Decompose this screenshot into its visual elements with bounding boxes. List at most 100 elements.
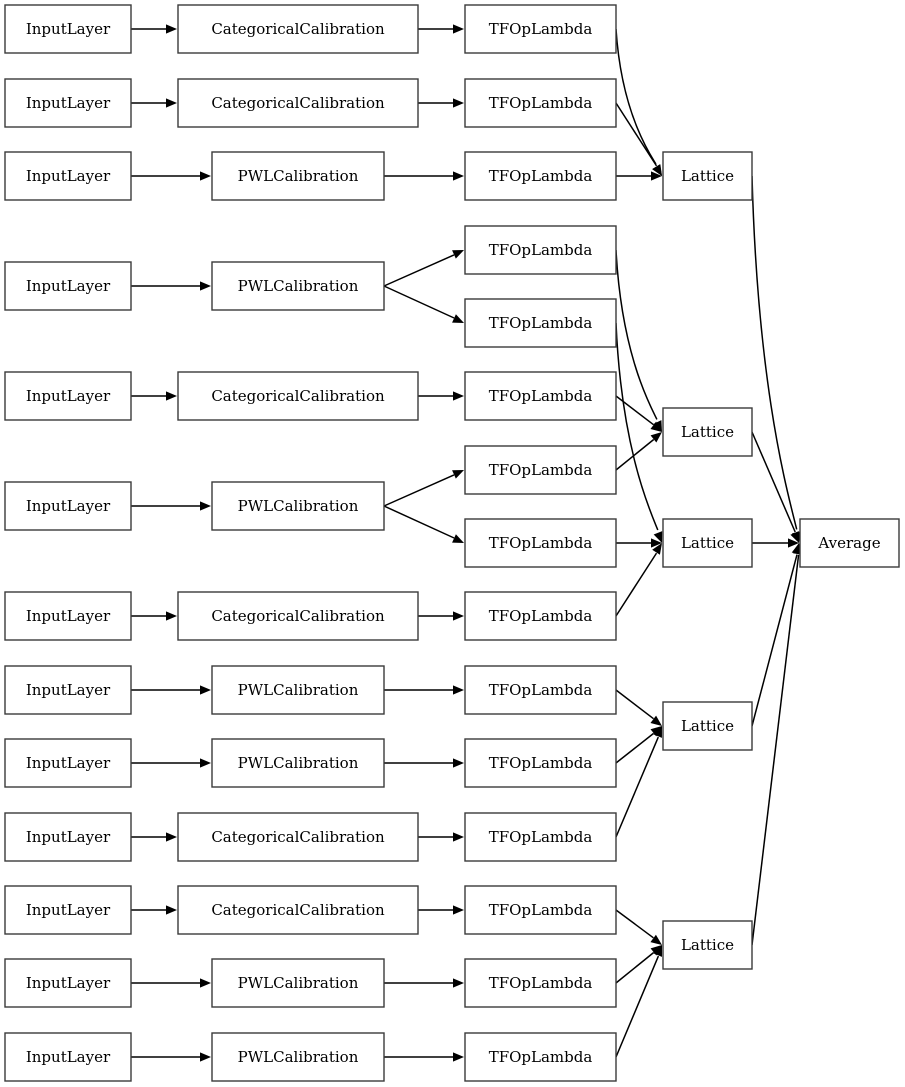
node-box[interactable]	[464, 445, 617, 495]
node-tfop-lambda-lam9[interactable]: TFOpLambda	[464, 591, 617, 641]
node-box[interactable]	[464, 885, 617, 935]
node-categorical-calibration-cal5[interactable]: CategoricalCalibration	[177, 371, 419, 421]
node-box[interactable]	[464, 225, 617, 275]
node-tfop-lambda-lam7[interactable]: TFOpLambda	[464, 445, 617, 495]
node-input-layer-in7[interactable]: InputLayer	[4, 591, 132, 641]
node-box[interactable]	[464, 78, 617, 128]
node-categorical-calibration-cal11[interactable]: CategoricalCalibration	[177, 885, 419, 935]
node-lattice-lat5[interactable]: Lattice	[662, 920, 753, 970]
node-categorical-calibration-cal7[interactable]: CategoricalCalibration	[177, 591, 419, 641]
node-categorical-calibration-cal10[interactable]: CategoricalCalibration	[177, 812, 419, 862]
node-box[interactable]	[464, 151, 617, 201]
node-box[interactable]	[662, 151, 753, 201]
node-box[interactable]	[4, 812, 132, 862]
node-input-layer-in12[interactable]: InputLayer	[4, 958, 132, 1008]
node-tfop-lambda-lam11[interactable]: TFOpLambda	[464, 738, 617, 788]
node-box[interactable]	[4, 958, 132, 1008]
node-input-layer-in11[interactable]: InputLayer	[4, 885, 132, 935]
node-box[interactable]	[4, 885, 132, 935]
node-tfop-lambda-lam12[interactable]: TFOpLambda	[464, 812, 617, 862]
node-box[interactable]	[211, 151, 385, 201]
node-box[interactable]	[177, 371, 419, 421]
edge-arrowhead	[650, 726, 662, 737]
node-box[interactable]	[464, 665, 617, 715]
node-box[interactable]	[177, 78, 419, 128]
node-tfop-lambda-lam4[interactable]: TFOpLambda	[464, 225, 617, 275]
node-input-layer-in10[interactable]: InputLayer	[4, 812, 132, 862]
node-input-layer-in4[interactable]: InputLayer	[4, 261, 132, 311]
node-tfop-lambda-lam14[interactable]: TFOpLambda	[464, 958, 617, 1008]
node-box[interactable]	[177, 4, 419, 54]
node-box[interactable]	[662, 701, 753, 751]
node-box[interactable]	[464, 958, 617, 1008]
node-pwlcalibration-cal12[interactable]: PWLCalibration	[211, 958, 385, 1008]
node-pwlcalibration-cal8[interactable]: PWLCalibration	[211, 665, 385, 715]
node-box[interactable]	[4, 481, 132, 531]
node-box[interactable]	[464, 371, 617, 421]
node-box[interactable]	[211, 261, 385, 311]
node-input-layer-in5[interactable]: InputLayer	[4, 371, 132, 421]
node-tfop-lambda-lam10[interactable]: TFOpLambda	[464, 665, 617, 715]
node-box[interactable]	[464, 4, 617, 54]
node-box[interactable]	[177, 812, 419, 862]
edge-lat2-to-avg	[751, 431, 799, 543]
edge-cal4-to-lam4	[383, 250, 464, 287]
node-box[interactable]	[4, 78, 132, 128]
node-box[interactable]	[662, 407, 753, 457]
node-input-layer-in8[interactable]: InputLayer	[4, 665, 132, 715]
node-box[interactable]	[4, 665, 132, 715]
node-box[interactable]	[464, 591, 617, 641]
node-box[interactable]	[4, 4, 132, 54]
node-box[interactable]	[211, 738, 385, 788]
node-lattice-lat4[interactable]: Lattice	[662, 701, 753, 751]
node-box[interactable]	[211, 481, 385, 531]
node-lattice-lat3[interactable]: Lattice	[662, 518, 753, 568]
node-categorical-calibration-cal2[interactable]: CategoricalCalibration	[177, 78, 419, 128]
node-pwlcalibration-cal4[interactable]: PWLCalibration	[211, 261, 385, 311]
node-box[interactable]	[4, 371, 132, 421]
node-box[interactable]	[4, 1032, 132, 1082]
node-box[interactable]	[211, 1032, 385, 1082]
node-input-layer-in1[interactable]: InputLayer	[4, 4, 132, 54]
edge-lam13-to-lat5	[615, 909, 662, 945]
node-tfop-lambda-lam1[interactable]: TFOpLambda	[464, 4, 617, 54]
node-pwlcalibration-cal9[interactable]: PWLCalibration	[211, 738, 385, 788]
node-tfop-lambda-lam3[interactable]: TFOpLambda	[464, 151, 617, 201]
node-pwlcalibration-cal13[interactable]: PWLCalibration	[211, 1032, 385, 1082]
node-box[interactable]	[464, 812, 617, 862]
node-box[interactable]	[4, 591, 132, 641]
node-box[interactable]	[177, 591, 419, 641]
node-tfop-lambda-lam5[interactable]: TFOpLambda	[464, 298, 617, 348]
node-input-layer-in3[interactable]: InputLayer	[4, 151, 132, 201]
node-tfop-lambda-lam2[interactable]: TFOpLambda	[464, 78, 617, 128]
node-box[interactable]	[799, 518, 900, 568]
node-box[interactable]	[464, 738, 617, 788]
node-input-layer-in6[interactable]: InputLayer	[4, 481, 132, 531]
node-lattice-lat2[interactable]: Lattice	[662, 407, 753, 457]
node-box[interactable]	[662, 518, 753, 568]
node-label: Lattice	[681, 167, 734, 185]
node-input-layer-in13[interactable]: InputLayer	[4, 1032, 132, 1082]
node-pwlcalibration-cal6[interactable]: PWLCalibration	[211, 481, 385, 531]
node-lattice-lat1[interactable]: Lattice	[662, 151, 753, 201]
node-box[interactable]	[4, 738, 132, 788]
node-input-layer-in9[interactable]: InputLayer	[4, 738, 132, 788]
node-tfop-lambda-lam6[interactable]: TFOpLambda	[464, 371, 617, 421]
node-box[interactable]	[177, 885, 419, 935]
node-box[interactable]	[464, 298, 617, 348]
node-tfop-lambda-lam13[interactable]: TFOpLambda	[464, 885, 617, 935]
node-box[interactable]	[211, 958, 385, 1008]
node-pwlcalibration-cal3[interactable]: PWLCalibration	[211, 151, 385, 201]
node-box[interactable]	[464, 518, 617, 568]
node-tfop-lambda-lam8[interactable]: TFOpLambda	[464, 518, 617, 568]
node-categorical-calibration-cal1[interactable]: CategoricalCalibration	[177, 4, 419, 54]
node-box[interactable]	[464, 1032, 617, 1082]
node-tfop-lambda-lam15[interactable]: TFOpLambda	[464, 1032, 617, 1082]
node-label: Lattice	[681, 717, 734, 735]
node-box[interactable]	[211, 665, 385, 715]
node-average-avg[interactable]: Average	[799, 518, 900, 568]
node-input-layer-in2[interactable]: InputLayer	[4, 78, 132, 128]
node-box[interactable]	[4, 151, 132, 201]
node-box[interactable]	[662, 920, 753, 970]
node-box[interactable]	[4, 261, 132, 311]
